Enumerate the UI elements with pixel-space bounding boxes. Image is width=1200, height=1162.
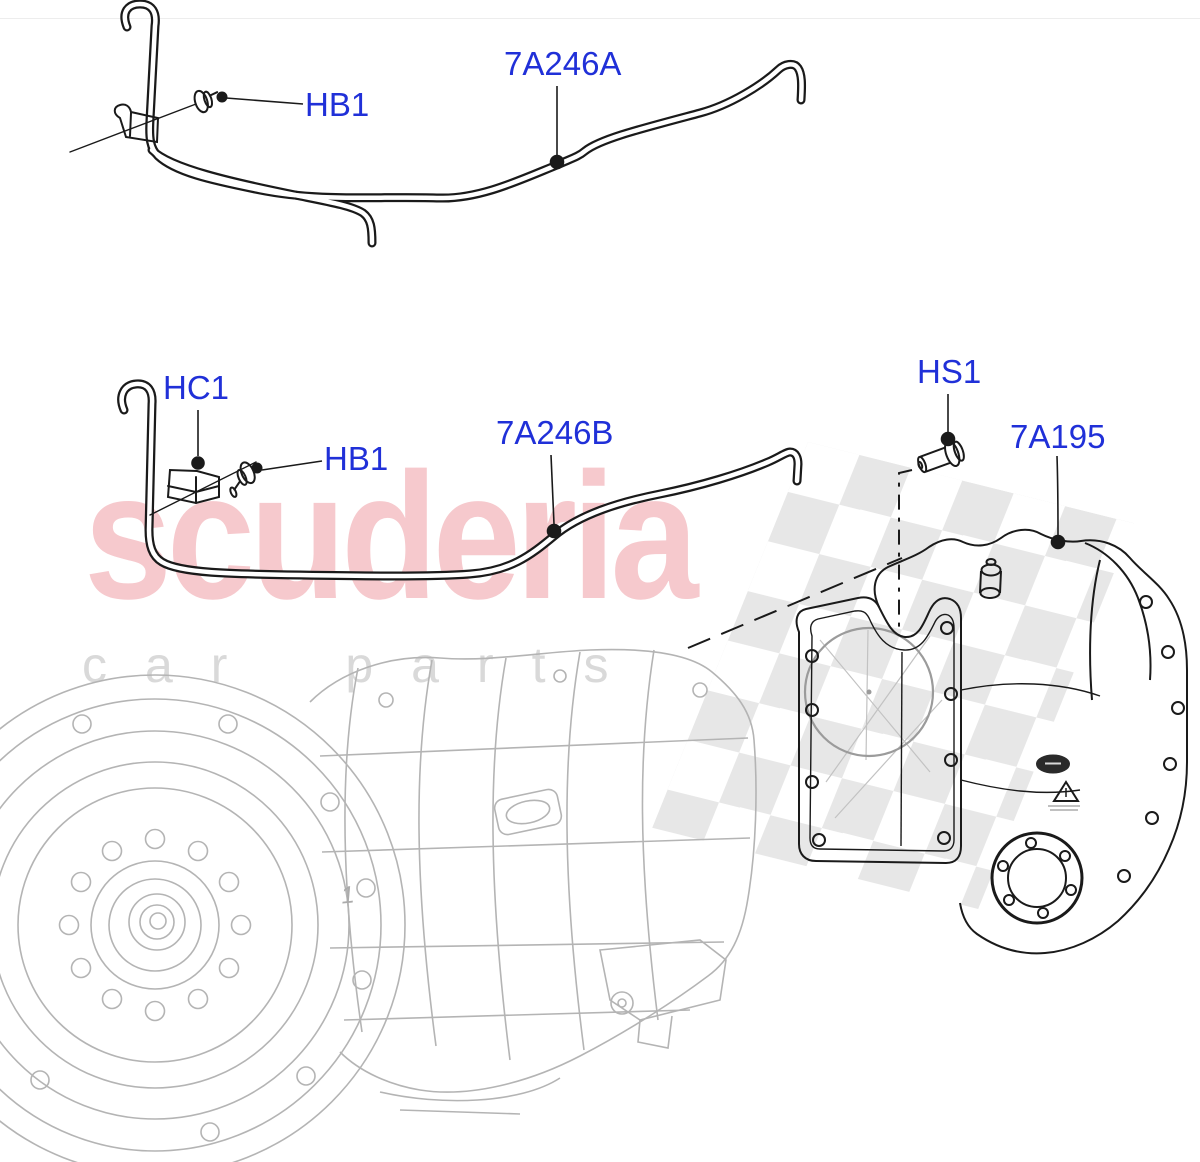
page-divider-line: [0, 18, 1200, 19]
warning-triangle-icon: [1052, 780, 1080, 802]
transmission-drawing: [0, 648, 757, 1162]
bolt-hs1-drawing[interactable]: [914, 438, 967, 478]
gasket-circle: [803, 626, 935, 758]
callout-pipe-b-grommet[interactable]: HB1: [324, 440, 389, 477]
pipe-b-bracket-drawing[interactable]: [166, 468, 220, 505]
pipe-a-pointer-line: [69, 103, 197, 153]
pipe-a-grommet-drawing[interactable]: [192, 86, 228, 114]
pipe-b-grommet-drawing[interactable]: [222, 460, 263, 498]
output-flange: [990, 831, 1084, 925]
callout-leaders: [191, 86, 1066, 550]
transfer-case-drawing[interactable]: [795, 528, 1188, 955]
vent-pipe-a-drawing[interactable]: [69, 0, 807, 248]
bolt-fitment-dashed-line: [898, 469, 913, 628]
callout-bolt[interactable]: HS1: [917, 353, 982, 390]
callout-pipe-a[interactable]: 7A246A: [504, 45, 622, 82]
alignment-dashed-line: [687, 557, 903, 649]
watermark-subtitle: car parts: [82, 637, 647, 693]
callout-pipe-a-grommet[interactable]: HB1: [305, 86, 370, 123]
vent-pipe-b-drawing[interactable]: [117, 379, 803, 581]
pipe-a-clip: [113, 103, 160, 144]
watermark-brand: scuderia: [84, 436, 699, 637]
pipe-b-pointer-line: [149, 461, 257, 516]
callout-pipe-b[interactable]: 7A246B: [496, 414, 614, 451]
callout-transfer-case[interactable]: 7A195: [1010, 418, 1106, 455]
transmission-item-marker: 1: [339, 881, 356, 910]
callout-pipe-b-bracket[interactable]: HC1: [163, 369, 230, 406]
breather-plug: [979, 558, 1002, 599]
